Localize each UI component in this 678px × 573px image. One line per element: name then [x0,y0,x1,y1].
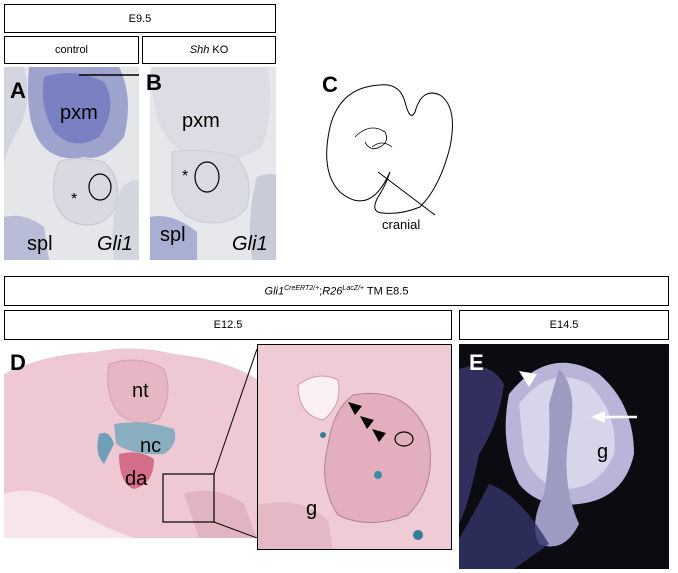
shh-ko-text: Shh KO [189,44,229,56]
control-header-text: control [54,44,89,56]
panel-a-star: * [71,191,78,208]
genotype-text: Gli1CreERT2/+;R26LacZ/+ TM E8.5 [264,284,409,298]
stage-header-text: E9.5 [128,12,152,25]
stage-header-e9-5: E9.5 [4,4,276,33]
panel-b-pxm: pxm [182,110,220,132]
panel-b-image: B pxm * spl Gli1 [142,67,276,260]
panel-a-label: A [10,78,26,103]
panel-c-cranial: cranial [382,217,421,232]
stage-header-e12-5: E12.5 [4,310,452,340]
panel-c-diagram: C cranial [300,67,470,247]
genotype-header: Gli1CreERT2/+;R26LacZ/+ TM E8.5 [4,276,669,306]
panel-d-nc: nc [140,435,162,457]
panel-d-zoom-section [258,345,451,549]
panel-a-micrograph [4,67,139,260]
stage-e12-5-text: E12.5 [213,319,243,331]
panel-d-da: da [125,468,148,490]
panel-d-section [4,348,257,538]
panel-b-spl: spl [160,224,186,246]
panel-d-image: D nt nc da [4,344,257,538]
control-header: control [4,36,139,64]
shh-ko-header: Shh KO [142,36,276,64]
stage-header-e14-5: E14.5 [459,310,669,340]
panel-a-spl: spl [27,233,53,255]
panel-d-zoom-g: g [306,498,318,520]
panel-d-nt: nt [132,380,149,402]
panel-e-label: E [469,350,484,375]
panel-b-micrograph [142,67,276,260]
panel-b-gene: Gli1 [232,233,268,255]
panel-c-label: C [322,72,338,97]
panel-b-label: B [146,70,162,95]
panel-e-photo [459,344,669,569]
stage-e14-5-text: E14.5 [549,319,579,331]
panel-b-star: * [182,168,189,185]
panel-a-image: A pxm * spl Gli1 [4,67,139,260]
panel-a-gene: Gli1 [97,233,133,255]
panel-a-pxm: pxm [60,102,98,124]
embryo-outline [326,84,453,216]
panel-d-label: D [10,350,26,375]
panel-d-zoom-image: g [257,344,452,550]
panel-e-image: E g [459,344,669,569]
panel-e-g: g [597,441,609,463]
